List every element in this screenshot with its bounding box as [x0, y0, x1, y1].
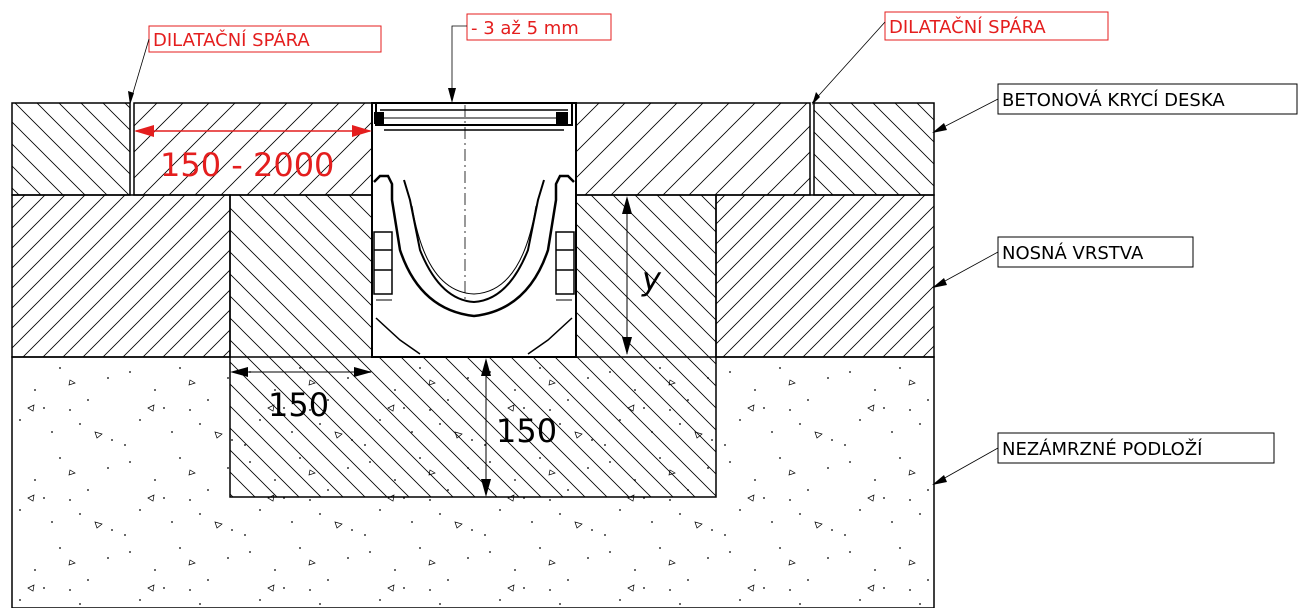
- label-dilatation-right: DILATAČNÍ SPÁRA: [811, 11, 1109, 105]
- label-base-layer: NEZÁMRZNÉ PODLOŽÍ: [932, 432, 1275, 485]
- drainage-channel: [371, 102, 577, 358]
- label-top-layer: BETONOVÁ KRYCÍ DESKA: [932, 83, 1298, 133]
- label-dilatation-left-text: DILATAČNÍ SPÁRA: [153, 29, 310, 51]
- dimension-side-width-label: 150: [268, 386, 329, 424]
- label-top-layer-text: BETONOVÁ KRYCÍ DESKA: [1002, 89, 1225, 111]
- dimension-y: y: [580, 196, 662, 358]
- support-layer: [11, 194, 935, 358]
- label-middle-layer: NOSNÁ VRSTVA: [932, 236, 1194, 288]
- label-gap-text: - 3 až 5 mm: [471, 18, 579, 39]
- label-dilatation-right-text: DILATAČNÍ SPÁRA: [889, 16, 1046, 38]
- dimension-bottom-depth-label: 150: [496, 412, 557, 450]
- dimension-joint-spacing-label: 150 - 2000: [160, 146, 334, 184]
- dimension-side-width: 150: [230, 367, 372, 424]
- label-gap: - 3 až 5 mm: [448, 13, 612, 103]
- label-middle-layer-text: NOSNÁ VRSTVA: [1002, 242, 1144, 264]
- dimension-bottom-depth: 150: [481, 358, 557, 497]
- label-base-layer-text: NEZÁMRZNÉ PODLOŽÍ: [1002, 438, 1203, 460]
- label-dilatation-left: DILATAČNÍ SPÁRA: [128, 25, 382, 105]
- dimension-joint-spacing: 150 - 2000: [134, 125, 372, 184]
- dimension-y-label: y: [641, 260, 662, 298]
